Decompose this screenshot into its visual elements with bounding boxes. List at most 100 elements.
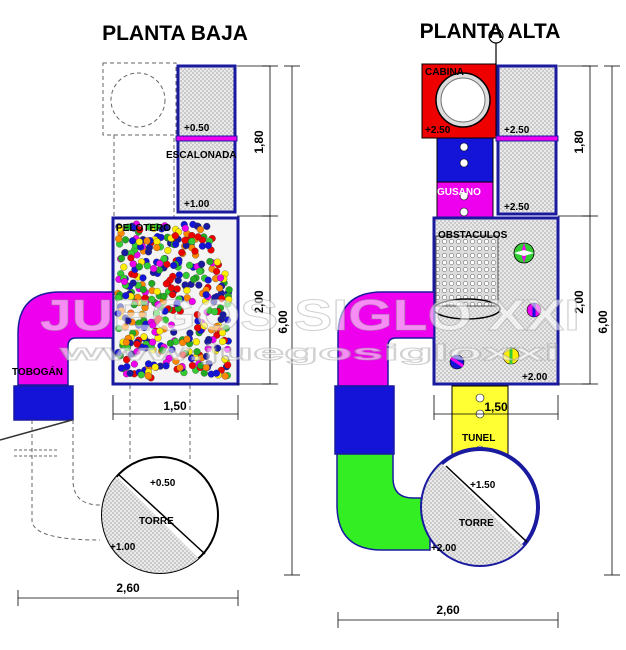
pelotero-ball xyxy=(122,338,130,346)
right-dim-height-total: 6,00 xyxy=(596,310,610,334)
pelotero-ball xyxy=(145,223,153,231)
pelotero-ball xyxy=(149,321,157,329)
pelotero-ball xyxy=(212,369,221,377)
left-escalonada-upper-level: +0.50 xyxy=(184,123,210,134)
pelotero-ball xyxy=(114,348,122,357)
pelotero-ball xyxy=(114,294,122,302)
pelotero-ball xyxy=(211,294,219,302)
pelotero-ball xyxy=(127,309,135,317)
pelotero-ball xyxy=(153,238,161,246)
pelotero-ball xyxy=(121,249,129,257)
left-slide-curve xyxy=(17,291,114,386)
pelotero-ball xyxy=(168,346,176,354)
left-pelotero-label: PELOTERO xyxy=(116,223,171,234)
pelotero-ball xyxy=(115,235,123,243)
pelotero-ball xyxy=(207,326,216,334)
pelotero-ball xyxy=(116,225,124,233)
right-dim-height-middle: 2,00 xyxy=(572,290,586,314)
pelotero-ball xyxy=(143,237,151,245)
pelotero-ball xyxy=(117,254,126,262)
right-tunel-label: TUNEL xyxy=(462,433,495,444)
pelotero-ball xyxy=(183,335,191,343)
pelotero-ball xyxy=(150,265,158,273)
pelotero-ball xyxy=(155,315,163,323)
pelotero-ball xyxy=(178,248,186,257)
pelotero-ball xyxy=(219,311,227,319)
left-ghost-cabin-ring xyxy=(110,72,166,128)
right-lower-level: +2.50 xyxy=(504,202,530,213)
pelotero-ball xyxy=(200,322,208,330)
pelotero-ball xyxy=(196,226,204,234)
left-dim-height-total: 6,00 xyxy=(276,310,290,334)
right-upper-level: +2.50 xyxy=(504,125,530,136)
right-gusano-hole xyxy=(459,158,469,168)
right-torre-label: TORRE xyxy=(459,518,494,529)
right-cabina-label: CABINA xyxy=(425,67,464,78)
right-cabina-level: +2.50 xyxy=(425,125,451,136)
pelotero-ball xyxy=(198,260,206,268)
right-gusano-hole xyxy=(459,142,469,152)
pelotero-ball xyxy=(225,296,233,304)
right-obstaculos-net xyxy=(435,235,499,307)
left-slide-straight xyxy=(13,385,74,421)
right-block-upper xyxy=(496,64,558,139)
pelotero-ball xyxy=(193,311,201,319)
pelotero-ball xyxy=(218,329,227,337)
pelotero-ball xyxy=(190,275,198,283)
pelotero-ball xyxy=(156,259,164,268)
left-ghost-worm xyxy=(113,134,175,218)
pelotero-ball xyxy=(174,276,182,284)
pelotero-ball xyxy=(202,291,210,299)
watermark-secondary: www.juegosigloxxi xyxy=(57,340,560,365)
watermark-primary: JUEGOS SIGLO XXI xyxy=(40,291,580,340)
pelotero-ball xyxy=(183,294,191,302)
pelotero-ball xyxy=(149,338,157,346)
left-dim-height-top: 1,80 xyxy=(252,130,266,154)
pelotero-ball xyxy=(172,240,180,248)
right-gusano-label: GUSANO xyxy=(437,187,481,198)
left-dim-width-total: 2,60 xyxy=(116,581,140,595)
left-torre-upper-level: +0.50 xyxy=(150,478,176,489)
pelotero-ball xyxy=(144,372,152,380)
pelotero-ball xyxy=(135,238,143,246)
pelotero-ball xyxy=(140,333,148,341)
pelotero-ball xyxy=(179,351,187,359)
pelotero-ball xyxy=(224,316,232,324)
pelotero-ball xyxy=(204,345,212,353)
pelotero-ball xyxy=(163,260,171,268)
left-escalonada-label: ESCALONADA xyxy=(166,150,237,161)
pelotero-ball xyxy=(223,345,232,353)
right-slide-straight xyxy=(334,385,395,455)
right-tower-diagonal xyxy=(445,465,528,543)
left-ghost-tube xyxy=(31,420,101,541)
right-dim-width-total: 2,60 xyxy=(436,603,460,617)
left-torre-lower-level: +1.00 xyxy=(110,542,136,553)
pelotero-ball xyxy=(173,285,181,293)
pelotero-ball xyxy=(155,266,164,274)
pelotero-ball xyxy=(164,246,172,255)
pelotero-ball xyxy=(161,307,169,315)
pelotero-ball xyxy=(139,274,147,282)
pelotero-ball xyxy=(128,237,137,245)
pelotero-ball xyxy=(216,284,224,292)
pelotero-ball xyxy=(139,285,147,294)
left-escalonada-lower-level: +1.00 xyxy=(184,199,210,210)
pelotero-ball xyxy=(169,291,177,299)
pelotero-ball xyxy=(127,254,135,262)
right-obstaculos-label: OBSTACULOS xyxy=(438,230,508,241)
right-dim-width-inner: 1,50 xyxy=(484,400,508,414)
pelotero-ball xyxy=(188,297,196,306)
pelotero-ball xyxy=(160,255,168,263)
right-gusano-hole xyxy=(459,191,469,201)
pelotero-ball xyxy=(182,271,190,279)
left-ghost-tunnel xyxy=(129,385,191,460)
left-step-upper xyxy=(176,64,237,139)
pelotero-ball xyxy=(114,309,122,318)
pelotero-ball xyxy=(133,340,141,348)
right-plan: CABINA +2.50 +2.50 +2.50 GUSANO OBSTACUL… xyxy=(334,28,620,628)
pelotero-ball xyxy=(129,260,137,268)
right-cabina-window-inner xyxy=(440,77,486,123)
pelotero-ball xyxy=(135,263,143,271)
pelotero-ball xyxy=(136,226,144,234)
pelotero-ball xyxy=(129,279,137,287)
